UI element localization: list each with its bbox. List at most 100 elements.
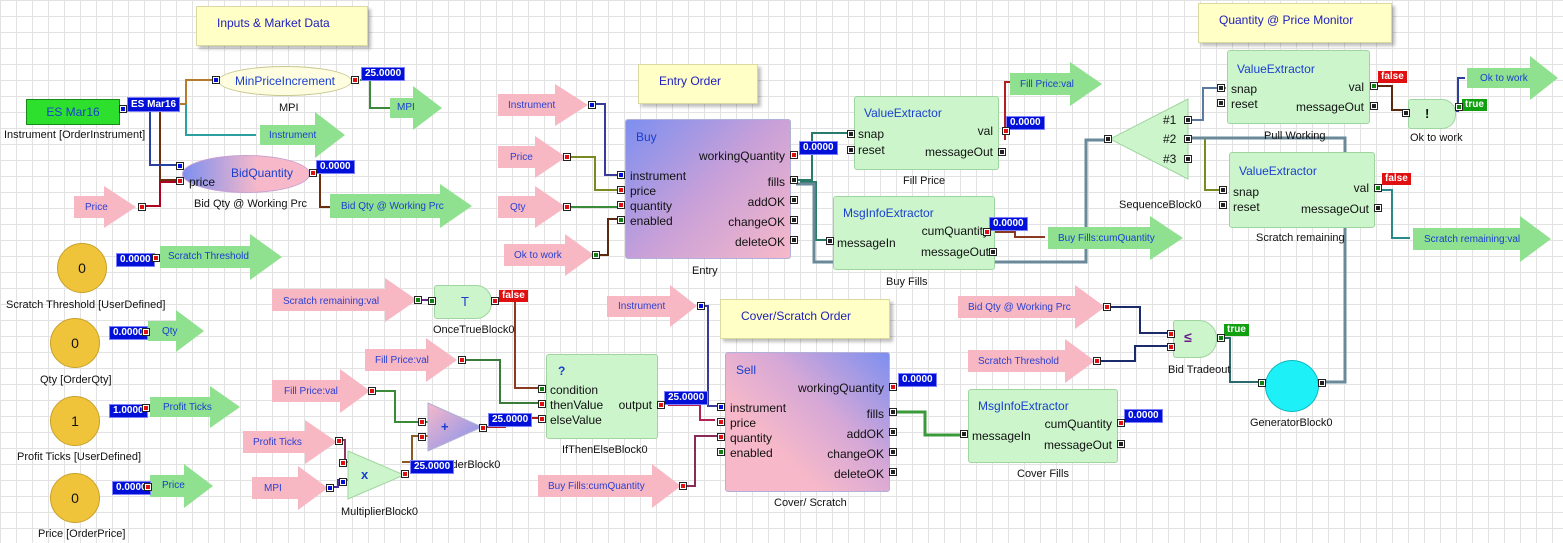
- fill-price-out-messageout[interactable]: [998, 148, 1006, 156]
- input-bid-qty-port[interactable]: [1103, 303, 1111, 311]
- qty-out-port[interactable]: [142, 328, 150, 336]
- buy-order-block[interactable]: Buy instrument price quantity enabled wo…: [625, 119, 791, 259]
- generator-in-port[interactable]: [1258, 379, 1266, 387]
- multiplier-in-1[interactable]: [339, 459, 347, 467]
- bidqty-price-port[interactable]: [176, 177, 184, 185]
- buy-in-enabled[interactable]: [617, 216, 625, 224]
- output-instrument[interactable]: Instrument: [269, 130, 317, 141]
- sell-in-instrument[interactable]: [717, 403, 725, 411]
- input-profit-ticks[interactable]: Profit Ticks: [253, 437, 302, 448]
- instrument-block[interactable]: ES Mar16: [26, 99, 120, 125]
- input-scratch-remaining-port[interactable]: [414, 296, 422, 304]
- cover-fills-extractor-block[interactable]: MsgInfoExtractor messageIn cumQuantity m…: [968, 389, 1118, 463]
- sequence-out-1[interactable]: [1184, 116, 1192, 124]
- ifthen-in-thenvalue[interactable]: [538, 400, 546, 408]
- once-true-block[interactable]: T: [434, 285, 492, 319]
- buy-out-workingquantity[interactable]: [790, 151, 798, 159]
- buy-out-fills[interactable]: [790, 176, 798, 184]
- input-cover-instrument-port[interactable]: [697, 302, 705, 310]
- bid-tradeout-out[interactable]: [1217, 334, 1225, 342]
- input-fill-price-2-port[interactable]: [368, 387, 376, 395]
- cover-fills-in-messagein[interactable]: [960, 430, 968, 438]
- buy-fills-out-messageout[interactable]: [989, 248, 997, 256]
- mpi-in-port[interactable]: [212, 76, 220, 84]
- scratch-remaining-in-reset[interactable]: [1219, 201, 1227, 209]
- min-price-increment-block[interactable]: MinPriceIncrement: [218, 66, 352, 96]
- input-buy-fills-port[interactable]: [679, 482, 687, 490]
- adder-block[interactable]: [427, 402, 483, 452]
- buy-in-instrument[interactable]: [617, 171, 625, 179]
- input-fill-price-1[interactable]: Fill Price:val: [375, 355, 429, 366]
- multiplier-in-2[interactable]: [339, 478, 347, 486]
- output-bid-qty-working-prc[interactable]: Bid Qty @ Working Prc: [341, 201, 444, 212]
- ok-to-work-out-port[interactable]: [1455, 103, 1463, 111]
- instrument-out-port[interactable]: [119, 105, 127, 113]
- cover-fills-out-cumquantity[interactable]: [1117, 419, 1125, 427]
- input-bid-qty[interactable]: Bid Qty @ Working Prc: [968, 302, 1071, 313]
- note-quantity-price-monitor[interactable]: Quantity @ Price Monitor: [1198, 3, 1392, 43]
- profit-ticks-block[interactable]: 1: [50, 396, 100, 446]
- sequence-out-2[interactable]: [1184, 135, 1192, 143]
- input-cover-instrument[interactable]: Instrument: [618, 301, 666, 312]
- output-ok-to-work[interactable]: Ok to work: [1480, 73, 1528, 84]
- profit-ticks-out-port[interactable]: [142, 404, 150, 412]
- fill-price-in-reset[interactable]: [847, 146, 855, 154]
- input-entry-instrument-port[interactable]: [588, 101, 596, 109]
- input-mpi[interactable]: MPI: [264, 483, 282, 494]
- bid-tradeout-block[interactable]: ≤: [1173, 320, 1217, 358]
- input-profit-ticks-port[interactable]: [335, 437, 343, 445]
- input-scratch-threshold-port[interactable]: [1093, 357, 1101, 365]
- adder-out[interactable]: [479, 424, 487, 432]
- sequence-in-port[interactable]: [1104, 135, 1112, 143]
- pull-working-in-snap[interactable]: [1217, 84, 1225, 92]
- output-buy-fills-cumquantity[interactable]: Buy Fills:cumQuantity: [1058, 233, 1155, 244]
- generator-block[interactable]: [1265, 360, 1319, 412]
- input-price-port[interactable]: [138, 203, 146, 211]
- buy-in-quantity[interactable]: [617, 201, 625, 209]
- input-mpi-port[interactable]: [326, 484, 334, 492]
- price-out-port[interactable]: [144, 483, 152, 491]
- note-entry-order[interactable]: Entry Order: [638, 64, 758, 104]
- input-entry-qty-port[interactable]: [563, 203, 571, 211]
- output-scratch-threshold[interactable]: Scratch Threshold: [168, 251, 249, 262]
- cover-fills-out-messageout[interactable]: [1117, 440, 1125, 448]
- qty-block[interactable]: 0: [50, 318, 100, 368]
- output-qty[interactable]: Qty: [162, 326, 178, 337]
- input-entry-qty[interactable]: Qty: [510, 202, 526, 213]
- buy-fills-out-cumquantity[interactable]: [983, 228, 991, 236]
- buy-fills-extractor-block[interactable]: MsgInfoExtractor messageIn cumQuantity m…: [833, 196, 995, 270]
- output-fill-price-val[interactable]: Fill Price:val: [1020, 79, 1074, 90]
- if-then-else-block[interactable]: ? condition thenValue elseValue output: [546, 354, 658, 439]
- bid-tradeout-in-1[interactable]: [1167, 330, 1175, 338]
- once-true-out-port[interactable]: [491, 297, 499, 305]
- sell-in-quantity[interactable]: [717, 433, 725, 441]
- output-profit-ticks[interactable]: Profit Ticks: [163, 402, 212, 413]
- scratch-remaining-extractor-block[interactable]: ValueExtractor snap reset val messageOut: [1229, 152, 1375, 228]
- sell-in-enabled[interactable]: [717, 448, 725, 456]
- bid-tradeout-in-2[interactable]: [1167, 343, 1175, 351]
- buy-out-changeok[interactable]: [790, 216, 798, 224]
- ok-to-work-in-port[interactable]: [1402, 109, 1410, 117]
- fill-price-extractor-block[interactable]: ValueExtractor snap reset val messageOut: [854, 96, 999, 170]
- mpi-out-port[interactable]: [351, 76, 359, 84]
- input-scratch-remaining[interactable]: Scratch remaining:val: [283, 296, 380, 307]
- ifthen-in-elsevalue[interactable]: [538, 415, 546, 423]
- scratch-remaining-out-messageout[interactable]: [1374, 204, 1382, 212]
- ifthen-in-condition[interactable]: [538, 385, 546, 393]
- multiplier-block[interactable]: [347, 450, 405, 500]
- input-entry-ok[interactable]: Ok to work: [514, 250, 562, 261]
- pull-working-out-messageout[interactable]: [1370, 102, 1378, 110]
- input-price[interactable]: Price: [85, 202, 108, 213]
- price-block[interactable]: 0: [50, 473, 100, 523]
- adder-in-1[interactable]: [418, 418, 426, 426]
- sell-out-addok[interactable]: [889, 428, 897, 436]
- scratch-threshold-block[interactable]: 0: [57, 243, 107, 293]
- output-scratch-remaining-val[interactable]: Scratch remaining:val: [1424, 234, 1521, 245]
- ok-to-work-block[interactable]: !: [1408, 99, 1456, 129]
- scratch-remaining-out-val[interactable]: [1374, 184, 1382, 192]
- bid-quantity-block[interactable]: BidQuantity price: [182, 155, 310, 193]
- buy-in-price[interactable]: [617, 186, 625, 194]
- buy-fills-in-messagein[interactable]: [826, 237, 834, 245]
- sell-out-changeok[interactable]: [889, 448, 897, 456]
- input-fill-price-1-port[interactable]: [458, 356, 466, 364]
